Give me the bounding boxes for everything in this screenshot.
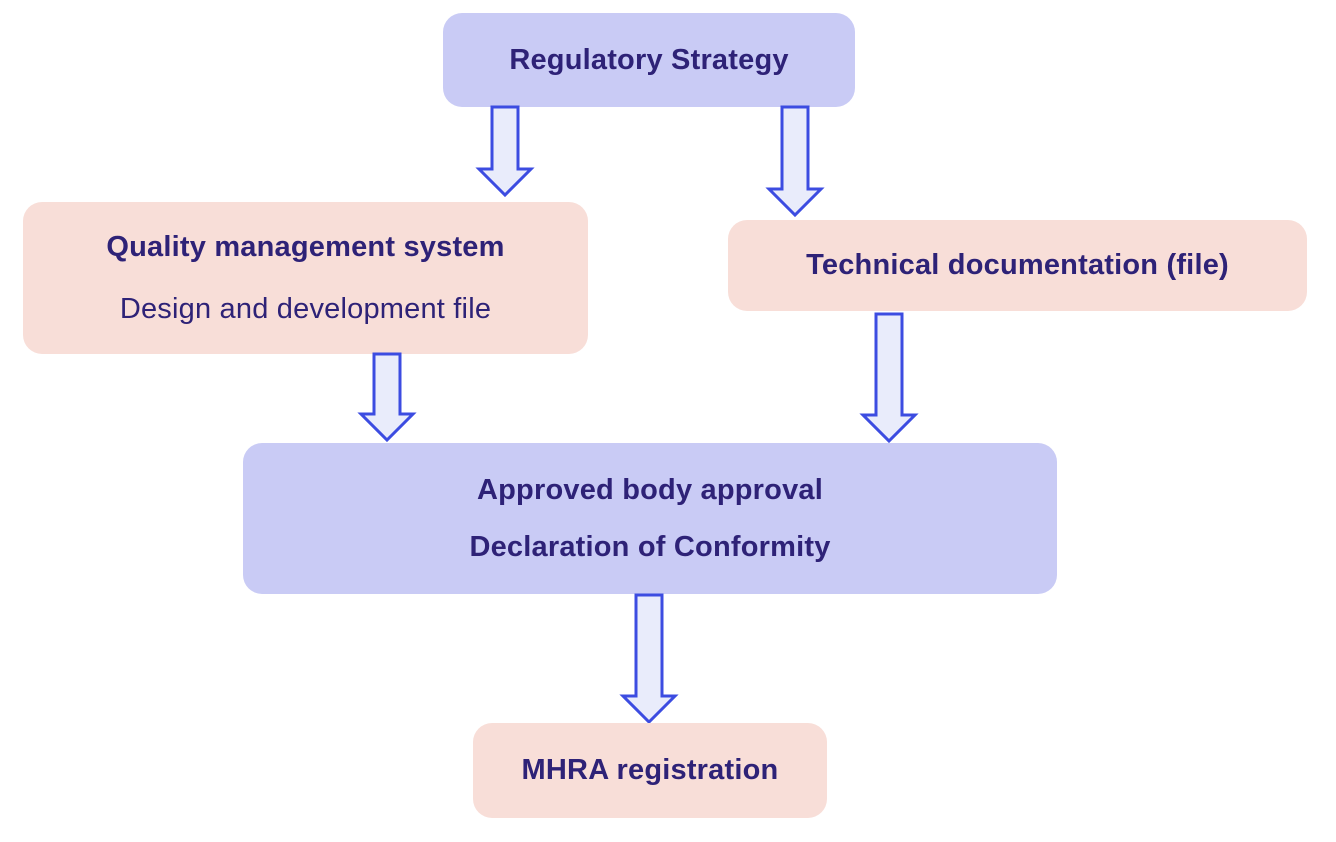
node-mhra-registration-label: MHRA registration	[521, 754, 779, 786]
arrow-down-icon	[859, 312, 919, 444]
node-regulatory-strategy-label: Regulatory Strategy	[509, 43, 789, 76]
node-approved-body-subtitle: Declaration of Conformity	[469, 530, 831, 563]
node-approved-body-approval: Approved body approval Declaration of Co…	[243, 443, 1057, 594]
arrow-down-icon	[357, 352, 417, 443]
node-mhra-registration: MHRA registration	[473, 723, 827, 818]
arrow-down-icon	[619, 593, 679, 725]
node-quality-management-system: Quality management system Design and dev…	[23, 202, 588, 354]
node-technical-documentation: Technical documentation (file)	[728, 220, 1307, 311]
node-quality-management-title: Quality management system	[106, 230, 505, 263]
arrow-down-icon	[475, 105, 535, 198]
arrow-down-icon	[765, 105, 825, 218]
node-regulatory-strategy: Regulatory Strategy	[443, 13, 855, 107]
node-approved-body-title: Approved body approval	[477, 473, 823, 506]
node-quality-management-subtitle: Design and development file	[119, 292, 492, 325]
node-technical-documentation-label: Technical documentation (file)	[806, 249, 1229, 281]
